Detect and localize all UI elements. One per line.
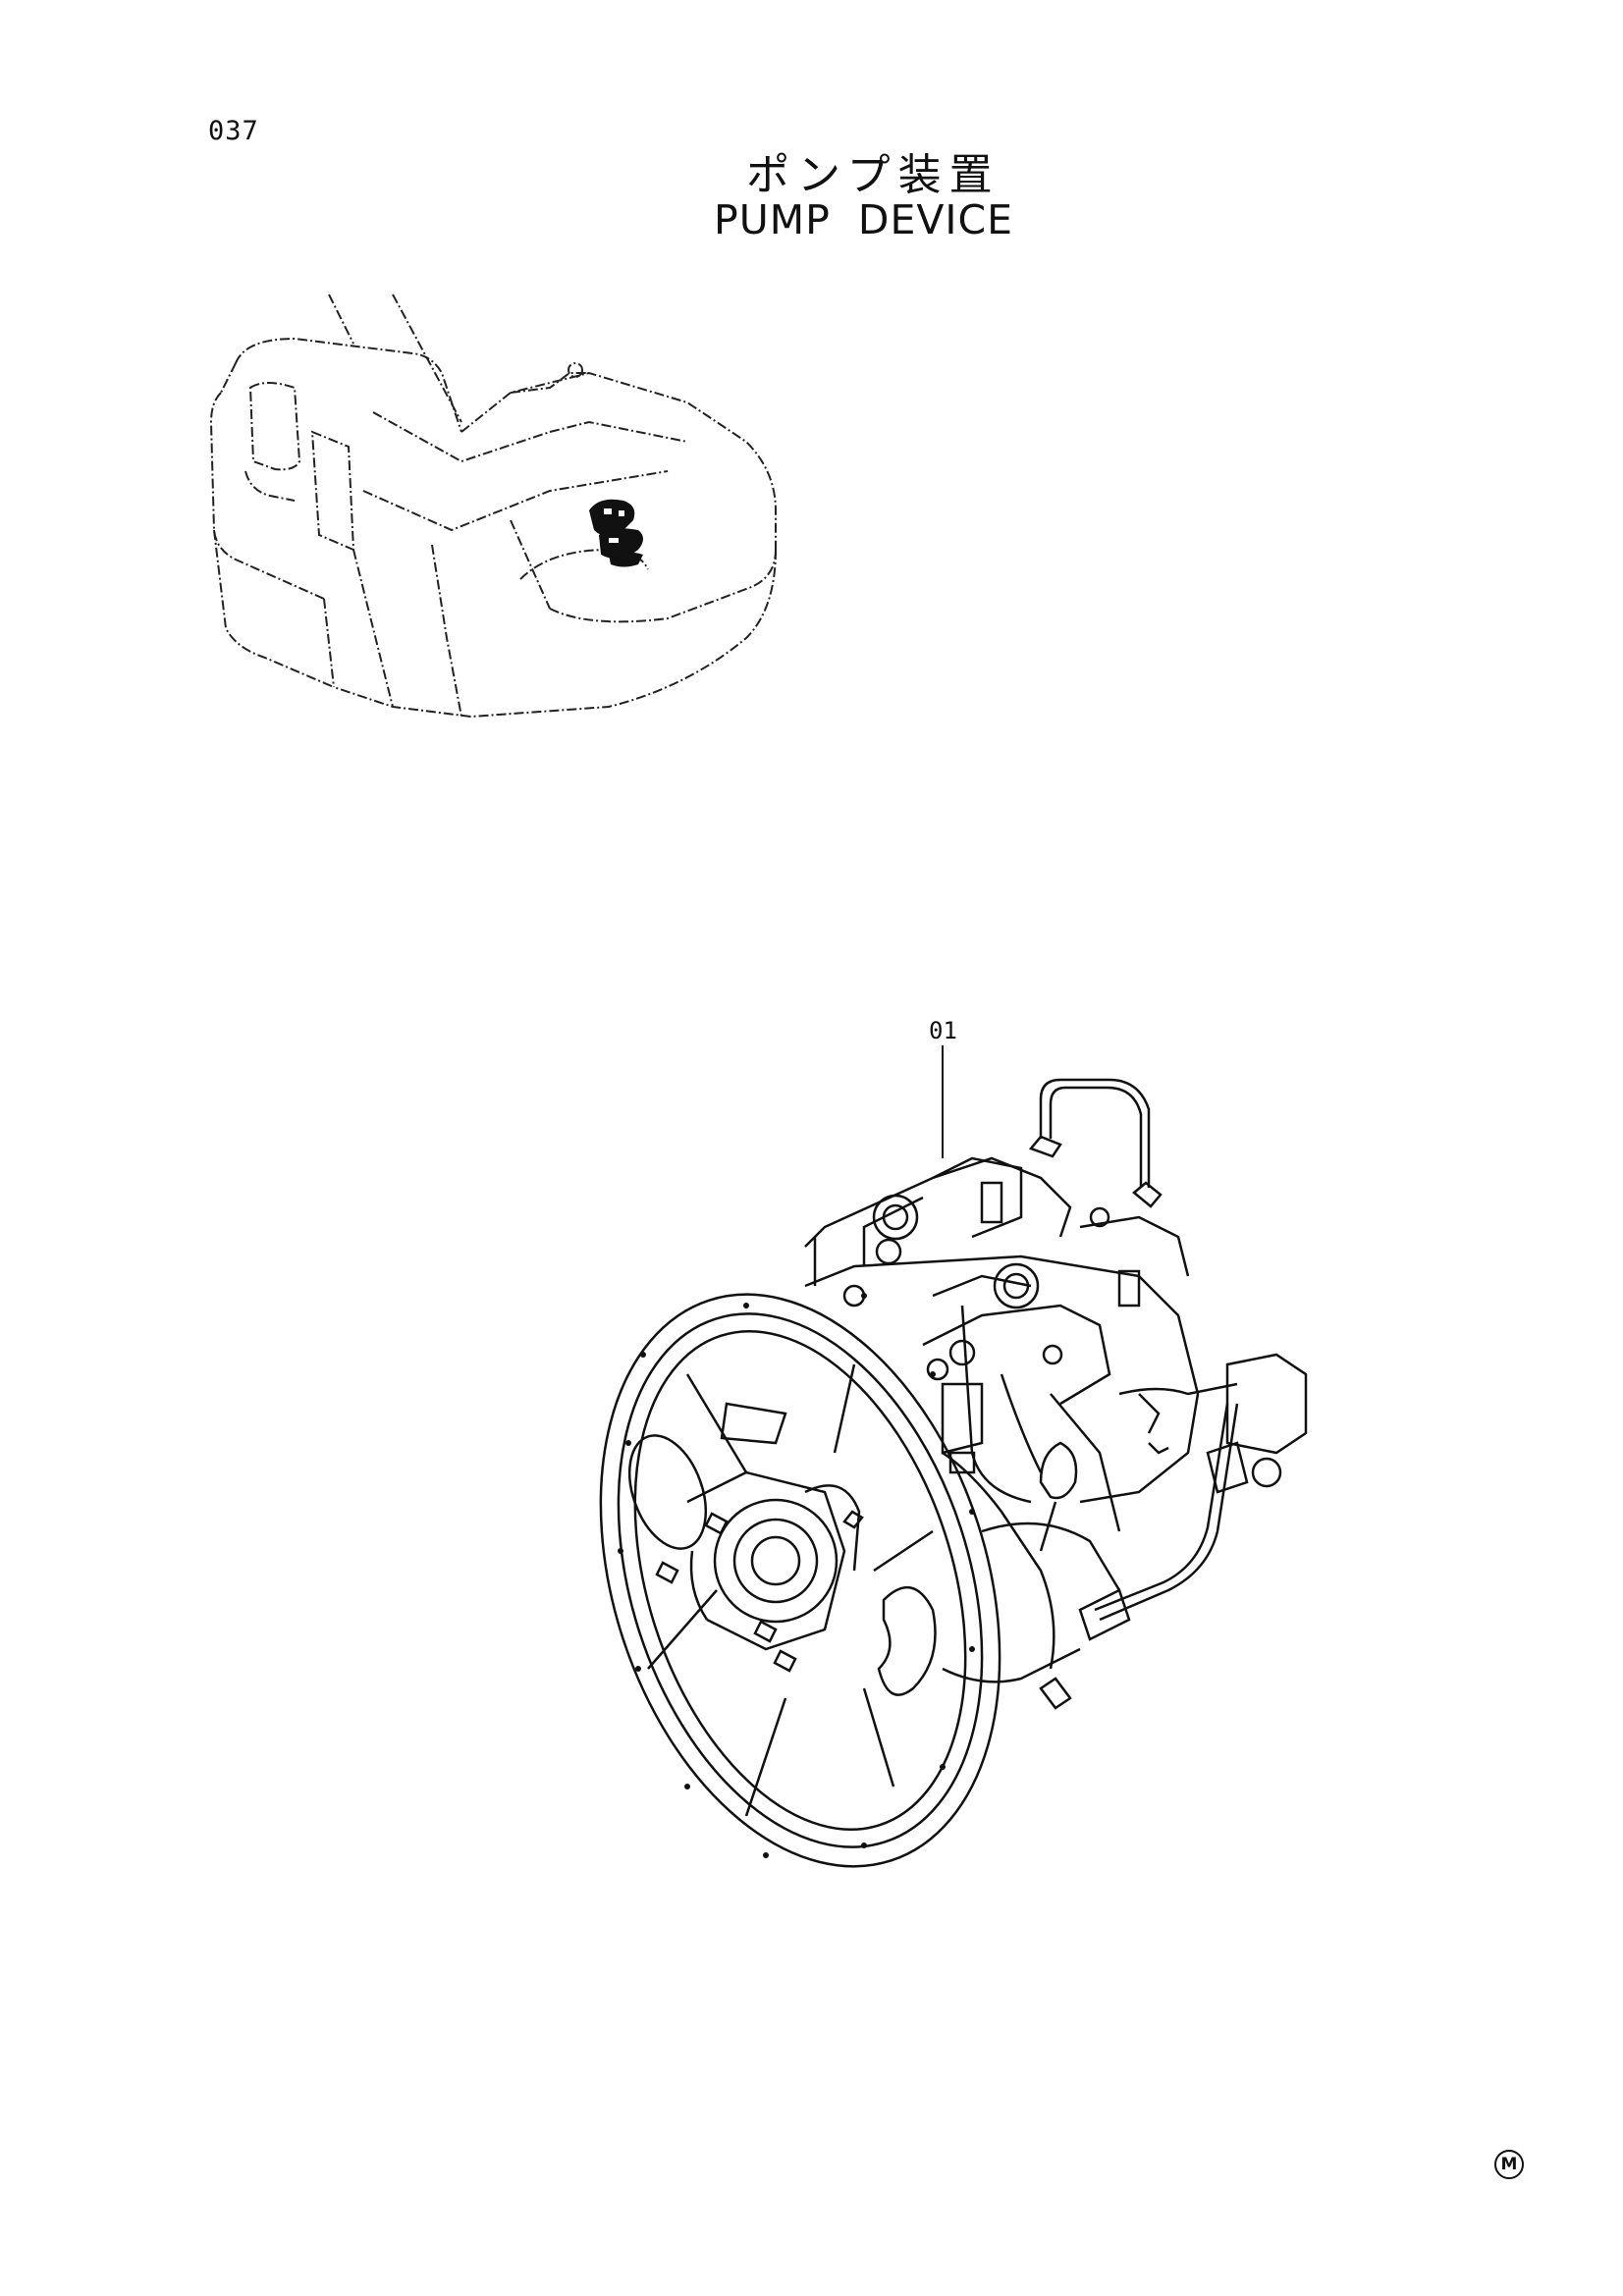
callout-label: 01 xyxy=(929,1017,957,1044)
title-english: PUMP DEVICE xyxy=(714,196,1014,243)
page-number: 037 xyxy=(208,116,259,146)
manufacturer-mark: M xyxy=(1494,2150,1524,2179)
title-japanese: ポンプ装置 xyxy=(746,150,1001,200)
